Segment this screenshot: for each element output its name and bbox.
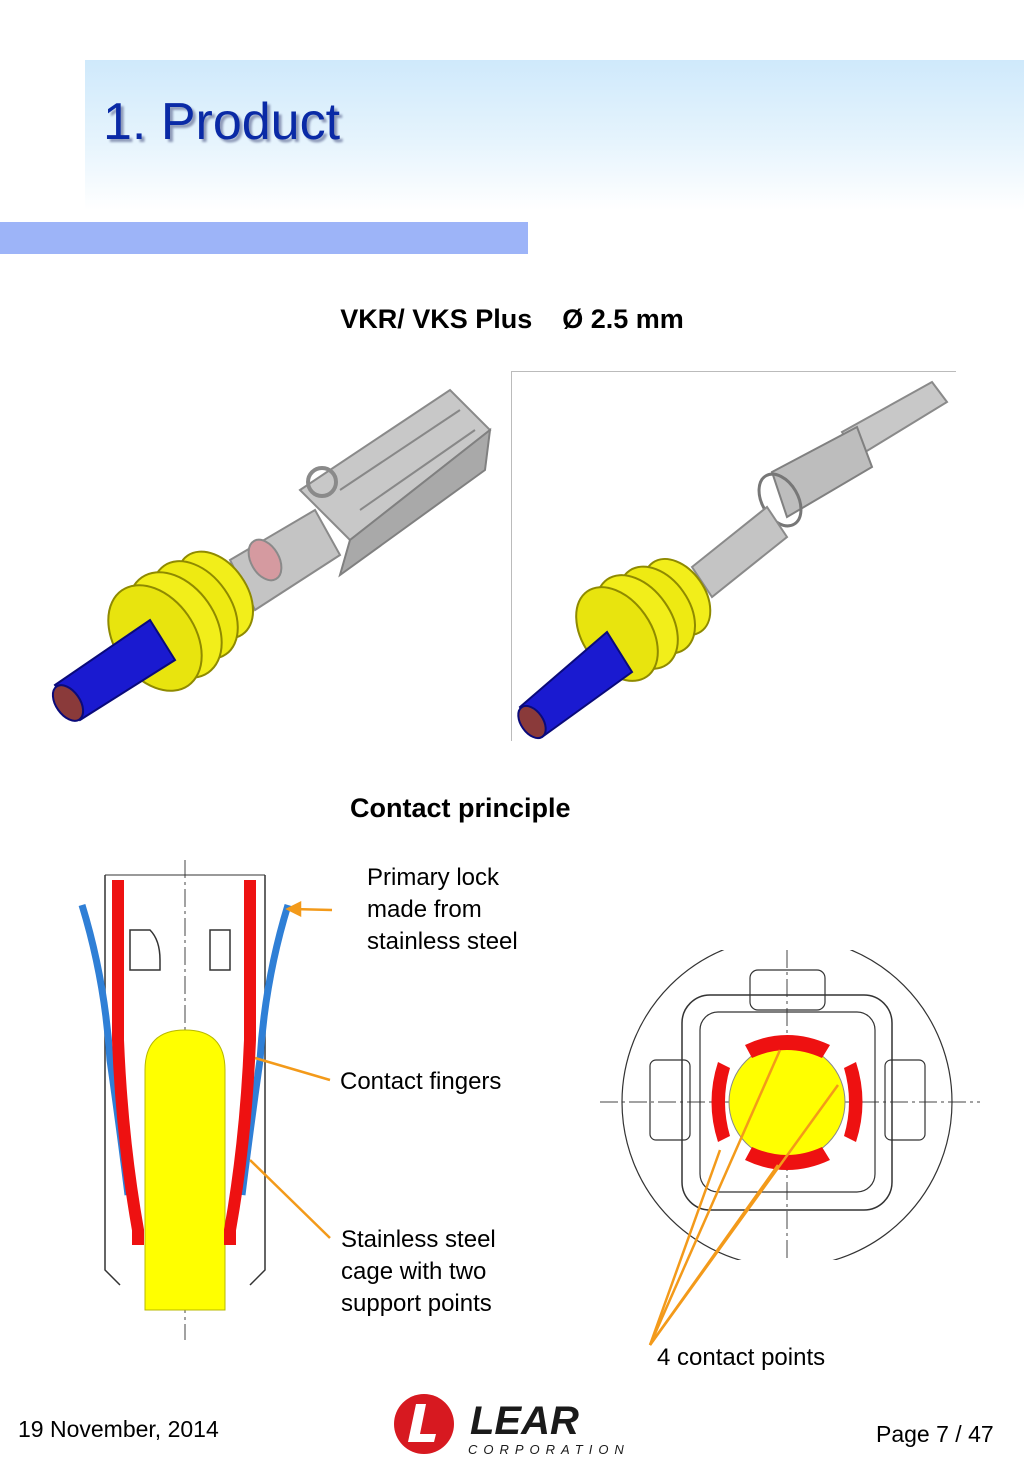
lear-logo: LEAR CORPORATION <box>390 1390 630 1460</box>
callout-cage: Stainless steel cage with two support po… <box>341 1226 496 1317</box>
pin-contact-photo <box>511 371 956 741</box>
slide-title: 1. Product <box>103 93 341 151</box>
callout-primary-lock: Primary lock made from stainless steel <box>367 864 518 955</box>
product-heading: VKR/ VKS Plus Ø 2.5 mm <box>340 304 684 334</box>
logo-sub: CORPORATION <box>468 1442 630 1457</box>
longitudinal-section-diagram <box>78 860 292 1340</box>
accent-bar <box>0 222 528 254</box>
header-band <box>85 60 1024 210</box>
footer-page-number: Page 7 / 47 <box>876 1421 994 1447</box>
section-heading: Contact principle <box>350 793 571 823</box>
callout-contact-points: 4 contact points <box>657 1344 826 1371</box>
lear-logo-icon: LEAR CORPORATION <box>394 1394 630 1457</box>
socket-contact-photo <box>51 388 492 722</box>
logo-word: LEAR <box>470 1399 579 1443</box>
callout-contact-fingers: Contact fingers <box>340 1068 502 1095</box>
end-view-section-diagram <box>600 950 980 1260</box>
footer-date: 19 November, 2014 <box>18 1416 219 1442</box>
